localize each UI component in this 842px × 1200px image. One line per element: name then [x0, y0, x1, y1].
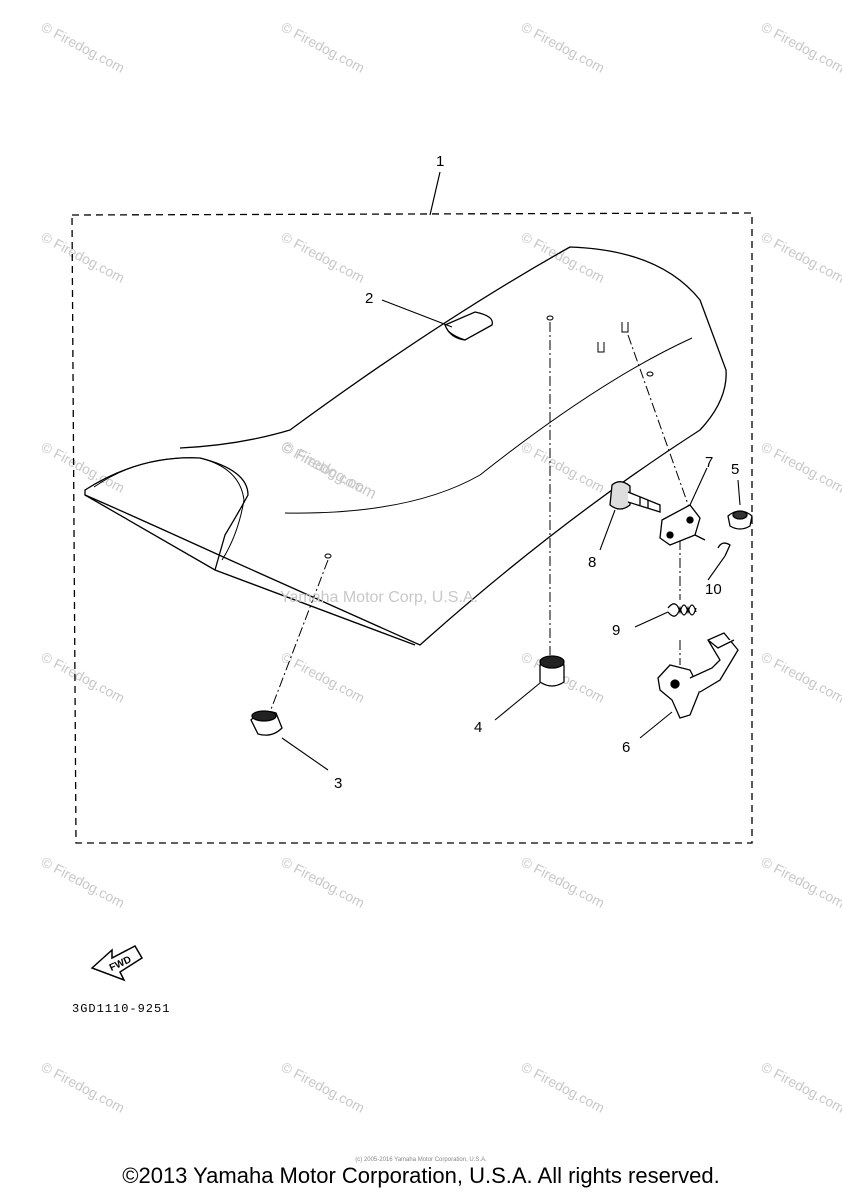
callout-10: 10	[705, 581, 722, 598]
watermark-tile: © Firedog.com	[759, 649, 842, 706]
latch-plate-7	[659, 504, 706, 546]
watermark-tile: © Firedog.com	[279, 1059, 368, 1116]
watermark-tile: © Firedog.com	[759, 1059, 842, 1116]
shaft-8	[609, 481, 661, 513]
watermark-seat: © Firedog.com	[278, 439, 379, 503]
watermark-tile: © Firedog.com	[519, 439, 608, 496]
hook-6	[657, 632, 739, 719]
callout-8: 8	[588, 554, 596, 571]
leader-1	[429, 171, 441, 216]
callout-3: 3	[334, 775, 342, 792]
guide-lines	[269, 322, 691, 713]
callout-4: 4	[474, 719, 482, 736]
watermark-tile: © Firedog.com	[519, 19, 608, 76]
watermark-tile: © Firedog.com	[519, 854, 608, 911]
watermark-tile: © Firedog.com	[759, 229, 842, 286]
seat-marks	[324, 315, 654, 559]
callout-7: 7	[705, 454, 713, 471]
fwd-arrow-icon: FWD	[90, 945, 144, 982]
watermark-layer: © Firedog.com © Firedog.com © Firedog.com ©…	[39, 19, 842, 1116]
watermark-tile: © Firedog.com	[759, 439, 842, 496]
callout-9: 9	[612, 622, 620, 639]
watermark-center: Yamaha Motor Corp, U.S.A.	[280, 589, 478, 606]
watermark-tile: © Firedog.com	[279, 649, 368, 706]
callout-2: 2	[365, 290, 373, 307]
callout-6: 6	[622, 739, 630, 756]
tiny-copyright: (c) 2005-2016 Yamaha Motor Corporation, …	[355, 1157, 487, 1163]
watermark-tile: © Firedog.com	[39, 1059, 128, 1116]
drawing-reference: 3GD1110-9251	[72, 1002, 170, 1016]
callout-5: 5	[731, 461, 739, 478]
watermark-tile: © Firedog.com	[279, 19, 368, 76]
watermark-tile: © Firedog.com	[39, 229, 128, 286]
leaders	[281, 299, 741, 771]
watermark-tile: © Firedog.com	[39, 649, 128, 706]
damper-4	[539, 655, 565, 687]
watermark-tile: © Firedog.com	[519, 229, 608, 286]
damper-3	[250, 710, 283, 736]
watermark-tile: © Firedog.com	[39, 854, 128, 911]
spring-9	[667, 603, 697, 617]
watermark-tile: © Firedog.com	[279, 854, 368, 911]
assembly-boundary	[71, 212, 753, 844]
watermark-tile: © Firedog.com	[39, 439, 128, 496]
watermark-tile: © Firedog.com	[759, 19, 842, 76]
seat-drawing	[84, 246, 727, 646]
callout-1: 1	[436, 153, 444, 170]
copyright-footer: ©2013 Yamaha Motor Corporation, U.S.A. A…	[122, 1163, 720, 1188]
watermark-tile: © Firedog.com	[759, 854, 842, 911]
watermark-tile: © Firedog.com	[519, 1059, 608, 1116]
grommet-5	[727, 510, 753, 530]
clip-10	[717, 542, 731, 557]
watermark-tile: © Firedog.com	[39, 19, 128, 76]
watermark-tile: © Firedog.com	[279, 229, 368, 286]
